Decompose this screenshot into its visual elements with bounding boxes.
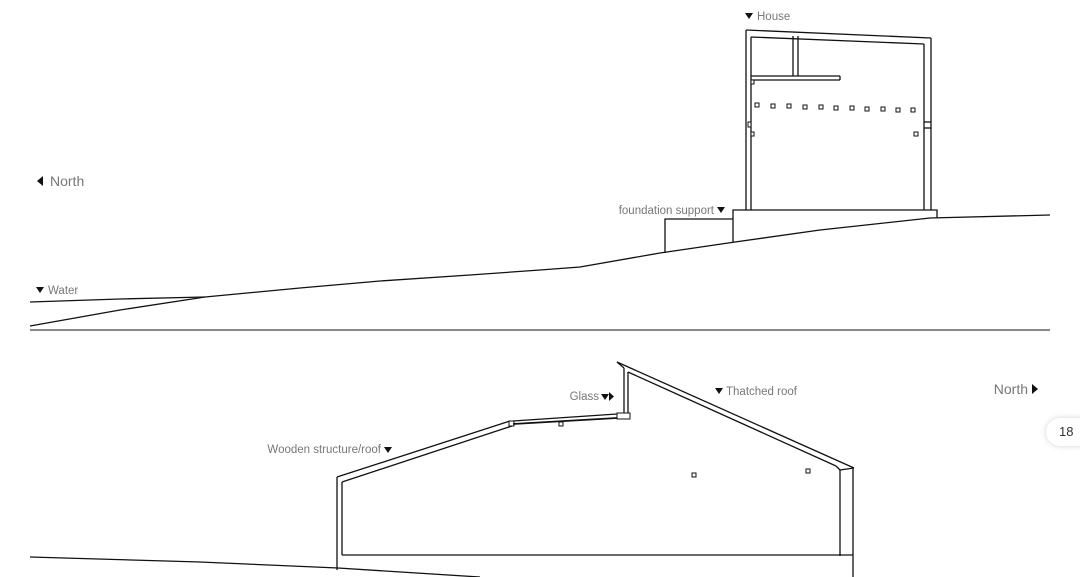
water-line [29, 296, 206, 303]
label-house: House [745, 11, 790, 23]
label-wooden-structure: Wooden structure/roof [267, 444, 392, 456]
page-number: 18 [1059, 424, 1074, 439]
terrain-line-bottom [29, 556, 481, 577]
north-label-top: North [50, 173, 84, 189]
label-north-top: North [37, 173, 84, 189]
foundation-support [664, 218, 733, 253]
label-north-bottom: North [994, 381, 1038, 397]
thatched-roof-label: Thatched roof [726, 386, 798, 398]
bottom-section: Glass Thatched roof North Wooden structu… [29, 361, 1038, 577]
label-glass: Glass [570, 391, 614, 403]
triangle-right-icon [1032, 384, 1038, 394]
label-foundation: foundation support [619, 205, 725, 217]
purlin-row [754, 102, 916, 113]
wooden-structure [336, 412, 631, 570]
water-label: Water [48, 285, 78, 297]
triangle-down-icon [36, 287, 44, 293]
foundation-label: foundation support [619, 205, 715, 217]
north-label-bottom: North [994, 381, 1028, 397]
terrain-line-top [29, 214, 1051, 327]
bottom-walls [342, 468, 854, 577]
triangle-left-icon [37, 176, 43, 186]
triangle-down-icon [745, 13, 753, 19]
triangle-down-icon [384, 447, 392, 453]
triangle-right-icon [609, 392, 614, 401]
house-section [732, 29, 938, 242]
label-water: Water [36, 285, 78, 297]
wooden-structure-label: Wooden structure/roof [267, 444, 381, 456]
glass-panel [623, 368, 629, 413]
triangle-down-icon [715, 388, 723, 394]
triangle-down-icon [601, 394, 609, 400]
label-thatched-roof: Thatched roof [715, 386, 798, 398]
house-label: House [757, 11, 790, 23]
glass-label: Glass [570, 391, 600, 403]
triangle-down-icon [717, 207, 725, 213]
page-number-badge: 18 [1046, 418, 1080, 446]
top-section: House North foundation support Water [29, 11, 1051, 327]
thatched-roof [616, 361, 855, 478]
